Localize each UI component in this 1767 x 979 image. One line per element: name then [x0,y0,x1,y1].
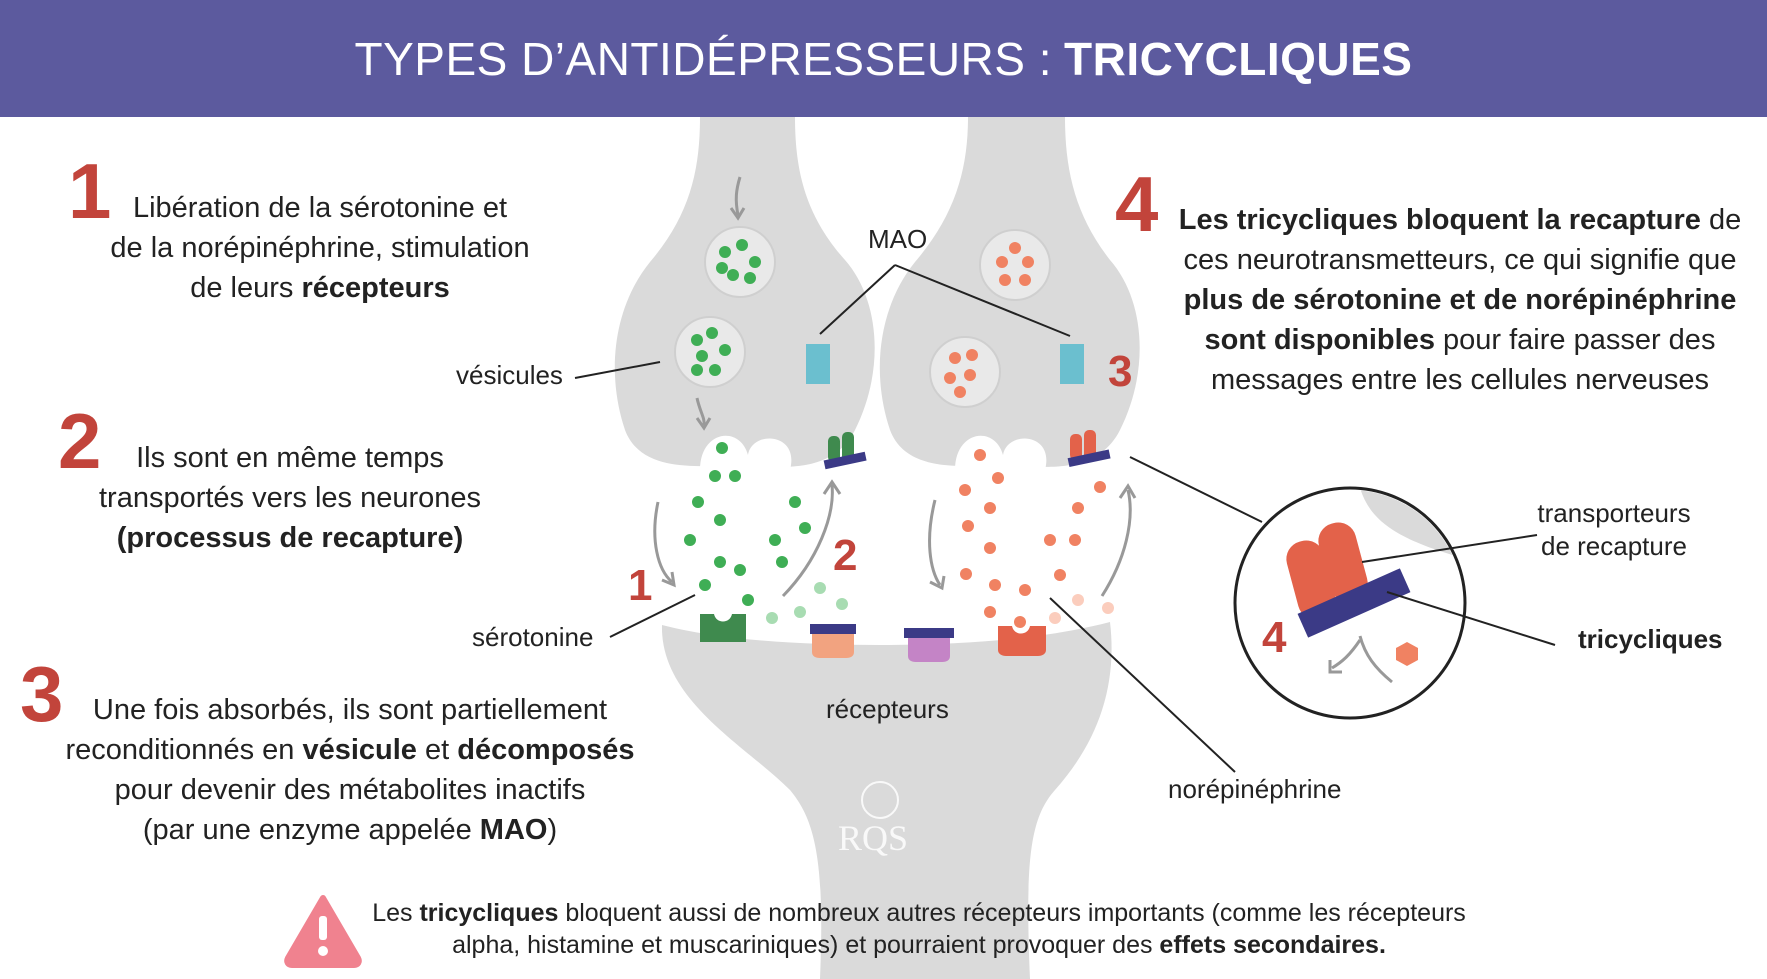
diagram-number-1: 1 [628,561,652,610]
step-1-number: 1 [68,147,112,235]
serotonin-molecules-faded [766,582,848,624]
step-4-text: Les tricycliques bloquent la recapture d… [1178,204,1742,396]
mao-enzyme-right [1060,344,1084,384]
diagram-number-2: 2 [833,531,857,580]
diagram-number-3: 3 [1108,347,1132,396]
receptors-label: récepteurs [826,694,949,724]
tricyclics-label: tricycliques [1578,624,1723,654]
serotonin-vesicle-1 [704,226,776,298]
warning-text: Les tricycliques bloquent aussi de nombr… [372,899,1466,959]
reuptake-transporters-label: transporteurs de recapture [1537,498,1691,561]
page-title: TYPES D’ANTIDÉPRESSEURS : TRICYCLIQUES [0,0,1767,117]
step-2-text: Ils sont en même temps transportés vers … [98,442,482,554]
receptor-purple [904,628,954,662]
serotonin-receptor [700,614,746,642]
norepinephrine-reuptake-transporter [1067,430,1111,468]
warning-triangle-icon [284,895,362,968]
step-3-text: Une fois absorbés, ils sont partiellemen… [65,694,635,846]
mao-label: MAO [868,224,928,254]
step-2-number: 2 [58,397,102,485]
norepinephrine-molecules [959,449,1106,628]
zoom-circle [1233,486,1467,720]
norepinephrine-vesicle-1 [979,229,1051,301]
serotonin-molecules [684,442,811,606]
title-prefix: TYPES D’ANTIDÉPRESSEURS : [354,32,1053,85]
step-4-number: 4 [1115,160,1159,248]
norepinephrine-label: norépinéphrine [1168,774,1342,804]
serotonin-vesicle-2 [674,316,746,388]
vesicles-label: vésicules [456,360,563,390]
receptor-peach [810,624,856,658]
postsynaptic-neuron [661,622,1112,979]
step-3-number: 3 [20,650,64,738]
norepinephrine-molecules-faded [1049,594,1114,624]
serotonin-label: sérotonine [472,622,594,652]
title-bold: TRICYCLIQUES [1064,32,1413,85]
rqs-logo: RQS [838,781,908,858]
step-1-text: Libération de la sérotonine et de la nor… [110,192,530,304]
norepinephrine-receptor [998,626,1046,656]
serotonin-reuptake-transporter [823,432,867,470]
diagram-number-4: 4 [1262,613,1287,662]
mao-enzyme-left [806,344,830,384]
norepinephrine-vesicle-2 [929,336,1001,408]
svg-text:RQS: RQS [838,818,908,858]
